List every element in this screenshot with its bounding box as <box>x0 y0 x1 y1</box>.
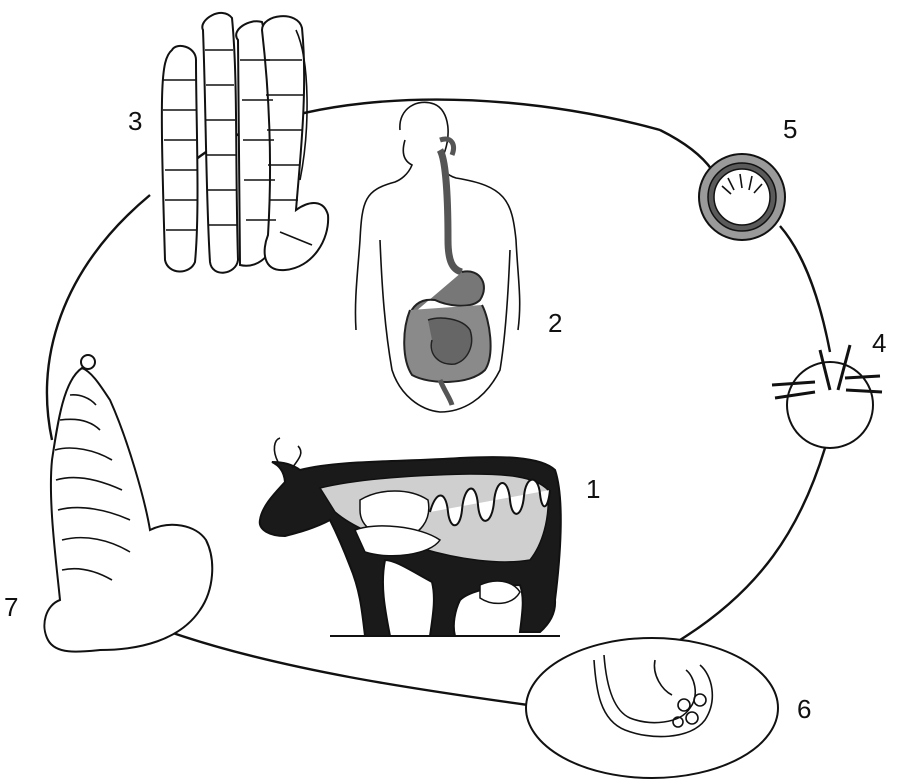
egg-oncosphere-illustration <box>698 153 786 241</box>
stage-label-7: 7 <box>4 592 18 622</box>
scolex-larva-illustration <box>43 354 214 653</box>
stage-label-4: 4 <box>872 328 886 358</box>
stage-label-3: 3 <box>128 106 142 136</box>
stage-label-2: 2 <box>548 308 562 338</box>
human-digestive-system-illustration <box>354 101 521 413</box>
stage-label-1: 1 <box>586 474 600 504</box>
cow-intermediate-host-illustration <box>258 437 562 637</box>
life-cycle-loop <box>45 98 832 707</box>
stage-label-6: 6 <box>797 694 811 724</box>
stage-label-5: 5 <box>783 114 797 144</box>
oncosphere-larva-illustration <box>771 344 883 449</box>
adult-tapeworm-illustration <box>160 11 330 274</box>
cysticercus-cyst-illustration <box>525 637 779 779</box>
